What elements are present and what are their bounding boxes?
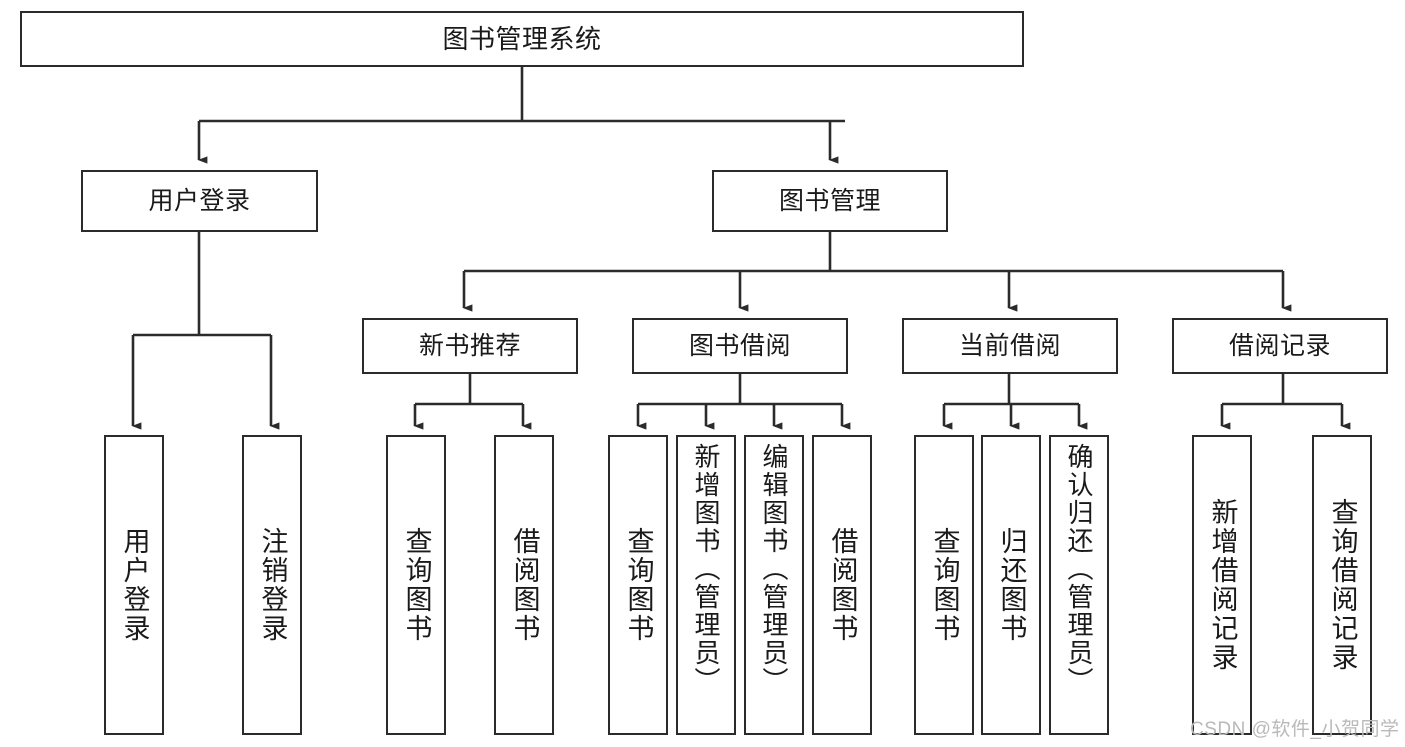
node-label: 图书借阅 <box>688 331 791 360</box>
node-label: 注销登录 <box>257 527 288 643</box>
leaf-new-book-borrow-book[interactable]: 借阅图书 <box>494 435 554 735</box>
node-book-borrowing[interactable]: 图书借阅 <box>632 318 848 374</box>
node-label: 编辑图书（管理员） <box>759 443 789 695</box>
watermark: CSDN @软件_小贺同学 <box>1190 719 1400 740</box>
leaf-borrow-record-query-record[interactable]: 查询借阅记录 <box>1312 435 1372 735</box>
node-book-management[interactable]: 图书管理 <box>712 170 948 232</box>
node-label: 归还图书 <box>996 527 1027 643</box>
leaf-current-borrow-confirm-return-admin[interactable]: 确认归还（管理员） <box>1049 435 1109 735</box>
node-label: 借阅图书 <box>509 527 540 643</box>
leaf-book-borrow-query-book[interactable]: 查询图书 <box>608 435 668 735</box>
leaf-current-borrow-return-book[interactable]: 归还图书 <box>981 435 1041 735</box>
leaf-user-login-login[interactable]: 用户登录 <box>104 435 164 735</box>
node-label: 查询借阅记录 <box>1327 498 1358 672</box>
node-label: 用户登录 <box>148 186 251 215</box>
leaf-book-borrow-edit-book-admin[interactable]: 编辑图书（管理员） <box>744 435 804 735</box>
leaf-borrow-record-add-record[interactable]: 新增借阅记录 <box>1192 435 1252 735</box>
node-label: 查询图书 <box>401 527 432 643</box>
node-label: 新增借阅记录 <box>1207 498 1238 672</box>
node-label: 查询图书 <box>929 527 960 643</box>
node-current-borrowing[interactable]: 当前借阅 <box>902 318 1118 374</box>
leaf-new-book-query-book[interactable]: 查询图书 <box>386 435 446 735</box>
node-user-login[interactable]: 用户登录 <box>81 170 318 232</box>
leaf-book-borrow-borrow-book[interactable]: 借阅图书 <box>812 435 872 735</box>
node-label: 新书推荐 <box>418 331 521 360</box>
node-label: 用户登录 <box>119 527 150 643</box>
node-new-book-recommendation[interactable]: 新书推荐 <box>362 318 578 374</box>
node-borrowing-record[interactable]: 借阅记录 <box>1172 318 1388 374</box>
leaf-book-borrow-add-book-admin[interactable]: 新增图书（管理员） <box>676 435 736 735</box>
node-label: 新增图书（管理员） <box>691 443 721 695</box>
node-label: 借阅记录 <box>1228 331 1331 360</box>
node-label: 图书管理系统 <box>442 23 602 54</box>
node-label: 确认归还（管理员） <box>1064 443 1094 695</box>
leaf-current-borrow-query-book[interactable]: 查询图书 <box>914 435 974 735</box>
node-label: 查询图书 <box>623 527 654 643</box>
leaf-user-login-logout[interactable]: 注销登录 <box>242 435 302 735</box>
node-root-book-management-system[interactable]: 图书管理系统 <box>20 11 1024 67</box>
node-label: 图书管理 <box>778 186 881 215</box>
node-label: 借阅图书 <box>827 527 858 643</box>
node-label: 当前借阅 <box>958 331 1061 360</box>
